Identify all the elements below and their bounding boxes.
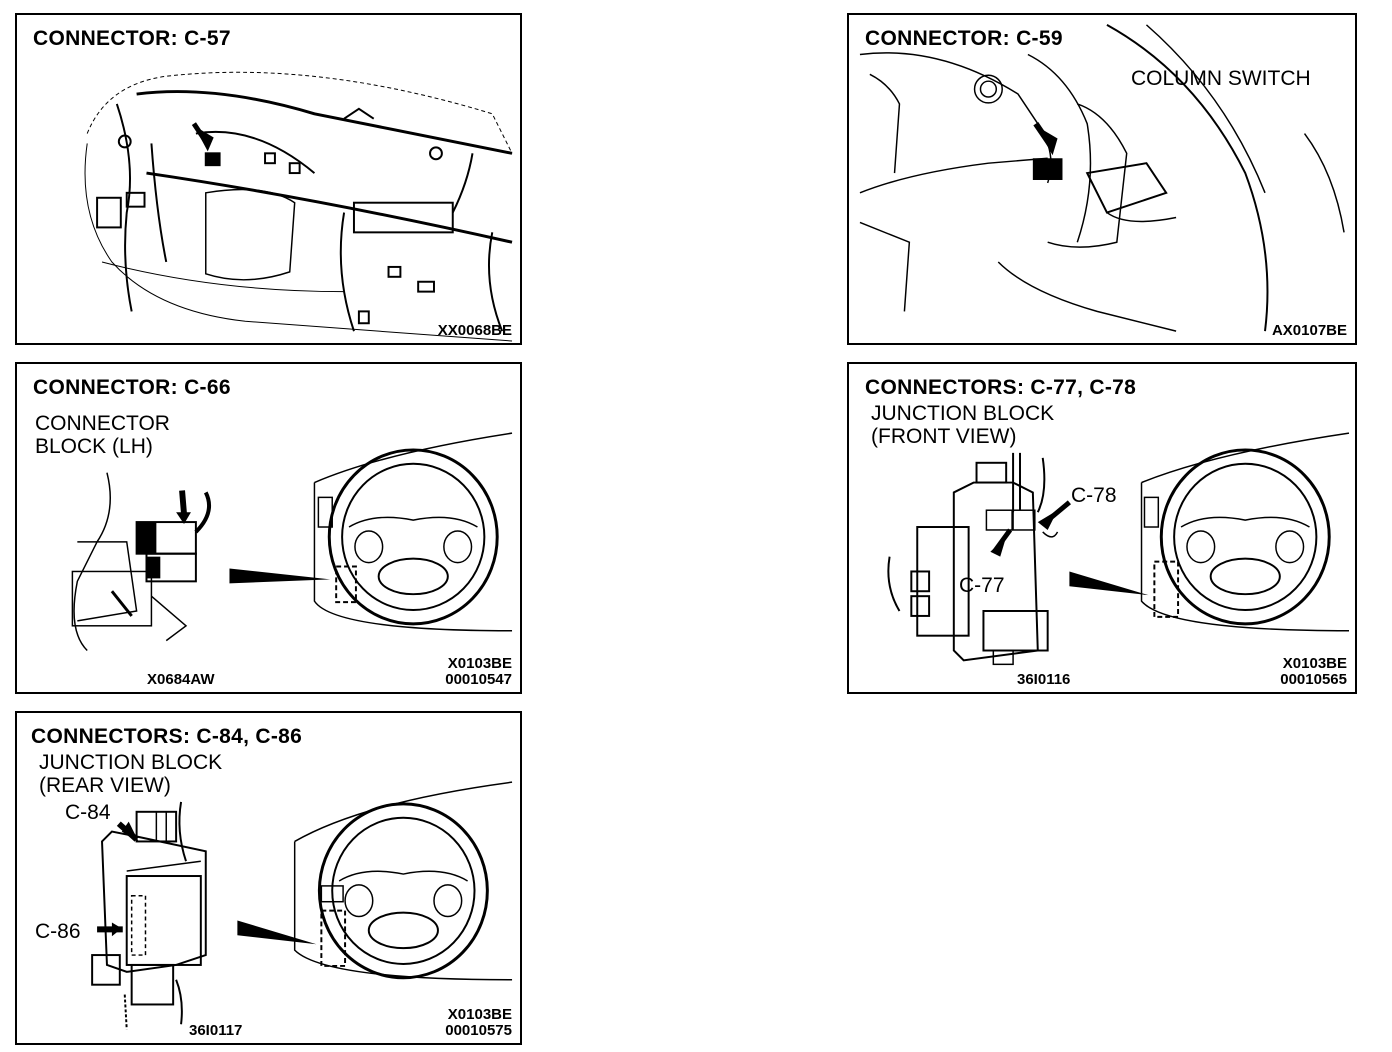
panel-title: CONNECTORS: C-84, C-86 [31, 725, 303, 748]
panel-title: CONNECTOR: C-57 [33, 27, 231, 50]
component-label: JUNCTION BLOCK (REAR VIEW) [39, 751, 223, 797]
panel-connector-c59: CONNECTOR: C-59 COLUMN SWITCH AX0107BE [847, 13, 1357, 345]
component-label: CONNECTOR BLOCK (LH) [35, 412, 170, 458]
callout-c84: C-84 [65, 801, 111, 824]
dashboard-wiring-illustration [84, 71, 513, 342]
panel-title: CONNECTOR: C-66 [33, 376, 231, 399]
component-label: COLUMN SWITCH [1131, 67, 1311, 90]
panel-title: CONNECTORS: C-77, C-78 [865, 376, 1137, 399]
callout-c86: C-86 [35, 920, 81, 943]
column-switch-illustration [859, 24, 1345, 332]
panel-connectors-c77-c78: CONNECTORS: C-77, C-78 JUNCTION BLOCK (F… [847, 362, 1357, 694]
figure-code: X0103BE 00010547 [445, 655, 512, 688]
junction-block-rear-illustration [91, 781, 513, 1030]
figure-code: X0103BE 00010565 [1280, 655, 1347, 688]
panel-connector-c66: CONNECTOR: C-66 CONNECTOR BLOCK (LH) X06… [15, 362, 522, 694]
callout-c77: C-77 [959, 574, 1005, 597]
panel-connector-c57: CONNECTOR: C-57 XX0068BE [15, 13, 522, 345]
junction-block-front-illustration [887, 432, 1350, 666]
component-label: JUNCTION BLOCK (FRONT VIEW) [871, 402, 1055, 448]
figure-code: AX0107BE [1271, 322, 1347, 339]
detail-code: X0684AW [147, 671, 215, 688]
panel-connectors-c84-c86: CONNECTORS: C-84, C-86 JUNCTION BLOCK (R… [15, 711, 522, 1045]
callout-c78: C-78 [1071, 484, 1117, 507]
figure-code: XX0068BE [437, 322, 512, 339]
detail-code: 36I0116 [1017, 671, 1071, 688]
figure-code: X0103BE 00010575 [445, 1006, 512, 1039]
detail-code: 36I0117 [189, 1022, 243, 1039]
connector-block-illustration [71, 432, 513, 652]
panel-title: CONNECTOR: C-59 [865, 27, 1063, 50]
